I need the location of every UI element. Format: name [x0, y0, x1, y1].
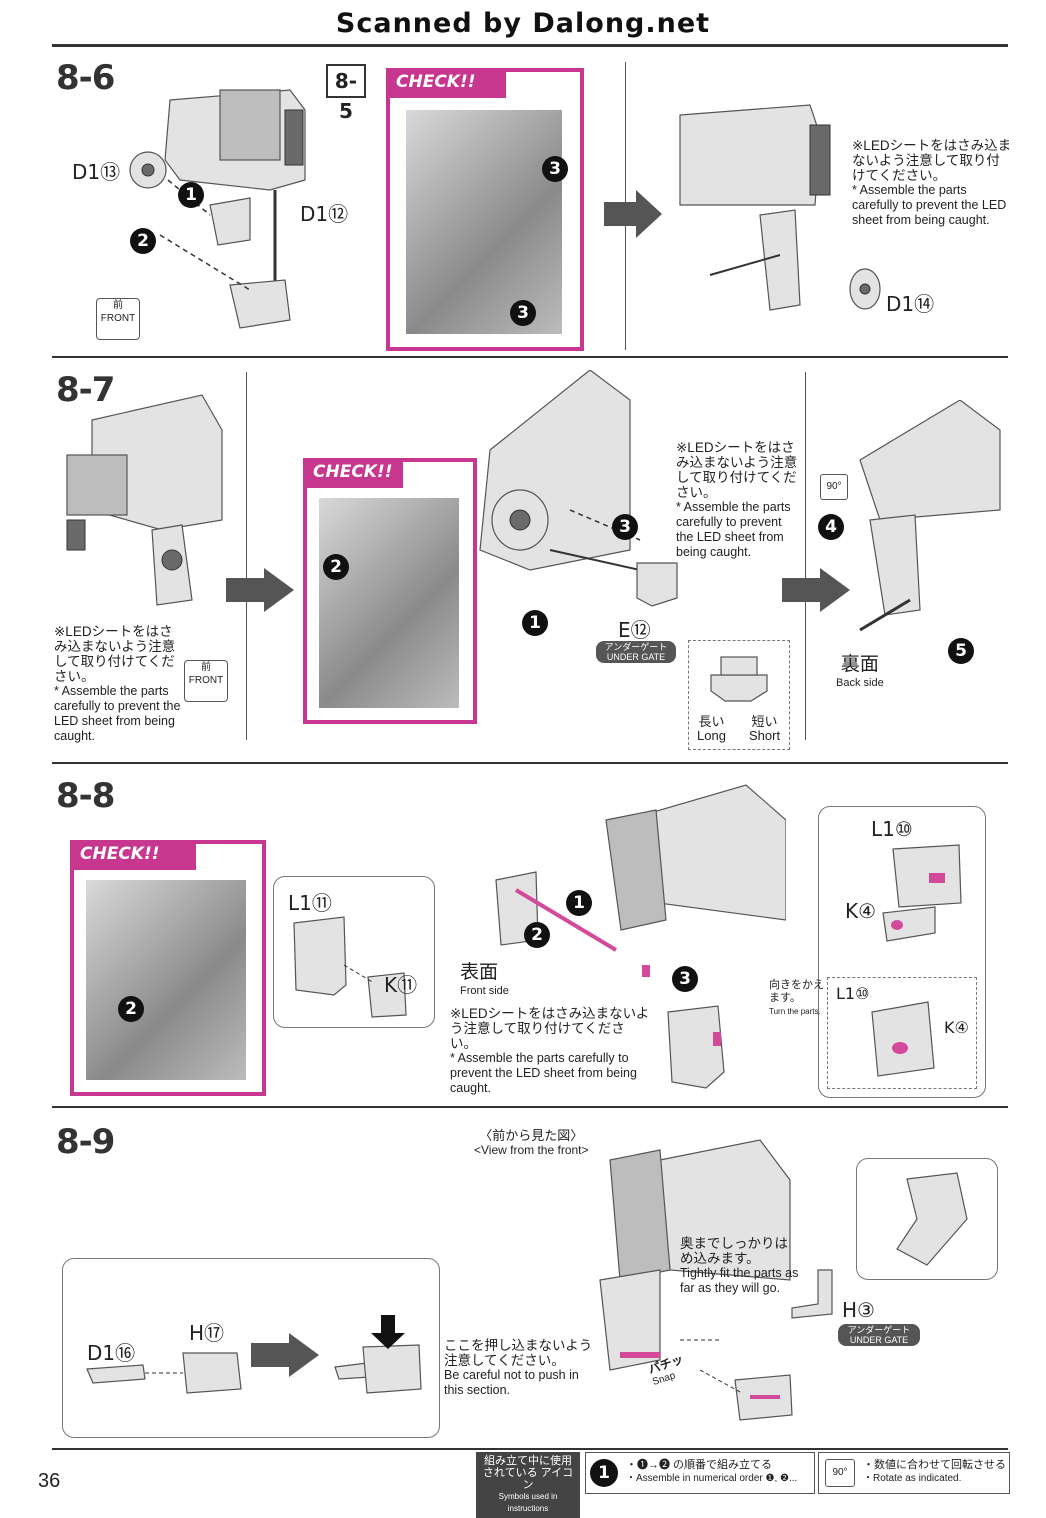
ref-step-badge: 8-5 — [326, 64, 366, 123]
check-photo — [406, 110, 562, 334]
turn-parts-label: 向きをかえます。 Turn the parts. — [769, 979, 824, 1016]
part-assembled-shape — [667, 1005, 725, 1089]
next-arrow — [226, 568, 294, 612]
footer-order-box: 1 ・❶→❷ の順番で組み立てる ・Assemble in numerical … — [585, 1452, 815, 1494]
part-h17: H⑰ — [189, 1321, 225, 1345]
order-3: 3 — [542, 156, 568, 182]
turned-parts-detail: L1⑩ K④ — [827, 977, 977, 1089]
check-tag: CHECK!! — [70, 840, 196, 870]
part-e12: E⑫ — [618, 618, 651, 642]
part-d1-16: D1⑯ — [87, 1341, 136, 1365]
footer-rotate-box: 90° ・数値に合わせて回転させる ・Rotate as indicated. — [818, 1452, 1010, 1494]
part-k11: K⑪ — [384, 973, 418, 997]
led-note-8-7a: ※LEDシートをはさみ込まないよう注意して取り付けてください。 * Assemb… — [54, 624, 181, 743]
part-l1-10b: L1⑩ — [836, 984, 870, 1003]
step-label-8-7: 8-7 — [56, 370, 115, 410]
part-l1-11: L1⑪ — [288, 891, 332, 915]
part-d1-13: D1⑬ — [72, 160, 121, 184]
section-rule — [52, 1106, 1008, 1108]
rotate-icon: 90° — [825, 1459, 855, 1487]
step-8-6-assembly-illustration — [129, 89, 306, 329]
part-l1-10: L1⑩ — [871, 817, 913, 841]
order-3: 3 — [672, 966, 698, 992]
check-box-8-7: CHECK!! 2 — [303, 458, 477, 724]
detail-box-l11-k11: L1⑪ K⑪ — [273, 876, 435, 1028]
careful-note: ここを押し込まないよう注意してください。 Be careful not to p… — [444, 1338, 593, 1397]
check-tag: CHECK!! — [303, 458, 403, 488]
order-5: 5 — [948, 638, 974, 664]
rotate-text: ・数値に合わせて回転させる ・Rotate as indicated. — [863, 1459, 1006, 1484]
step-8-7-middle-illustration — [479, 370, 641, 571]
check-photo — [86, 880, 246, 1080]
order-3: 3 — [612, 514, 638, 540]
footer-icons-legend: 組み立て中に使用されている アイコン Symbols used in instr… — [476, 1452, 580, 1518]
step-8-7-result-illustration — [859, 400, 1001, 632]
part-k4b: K④ — [944, 1018, 969, 1037]
led-note-8-6: ※LEDシートをはさみ込まないよう注意して取り付けてください。 * Assemb… — [852, 138, 1012, 227]
order-2: 2 — [524, 922, 550, 948]
section-rule — [52, 762, 1008, 764]
rotate-90-icon: 90° — [820, 474, 848, 500]
step-label-8-9: 8-9 — [56, 1122, 115, 1162]
step-8-7-assembly-illustration — [66, 394, 223, 606]
order-1: 1 — [522, 610, 548, 636]
detail-box-l10-k4: L1⑩ K④ 向きをかえます。 Turn the parts. L1⑩ K④ — [769, 806, 986, 1098]
divider — [805, 372, 806, 740]
part-d1-12: D1⑫ — [300, 202, 349, 226]
check-photo — [319, 498, 459, 708]
order-text: ・❶→❷ の順番で組み立てる ・Assemble in numerical or… — [626, 1459, 798, 1484]
step-8-8-assembly-illustration — [495, 784, 786, 977]
front-view-label: 〈前から見た図〉 <View from the front> — [474, 1128, 589, 1157]
led-note-8-7b: ※LEDシートをはさみ込まないよう注意して取り付けてください。 * Assemb… — [676, 440, 798, 559]
order-2: 2 — [118, 996, 144, 1022]
step-label-8-6: 8-6 — [56, 58, 115, 98]
part-k4: K④ — [845, 899, 877, 923]
step-8-9-assembly-illustration — [599, 1139, 793, 1421]
order-1: 1 — [566, 890, 592, 916]
back-side-label: 裏面 Back side — [836, 654, 884, 689]
d16-h17-detail-box: D1⑯ H⑰ — [62, 1258, 440, 1438]
order-icon: 1 — [590, 1459, 618, 1487]
page-number: 36 — [38, 1470, 61, 1492]
part-e12-shape — [636, 562, 678, 607]
part-h3-shape — [791, 1269, 833, 1319]
part-d1-14-shape — [848, 265, 882, 313]
step-8-6-result-illustration — [679, 104, 831, 311]
divider — [246, 372, 247, 740]
scan-credit: Scanned by Dalong.net — [335, 8, 711, 39]
fit-note: 奥までしっかりはめ込みます。 Tightly fit the parts as … — [680, 1236, 799, 1295]
led-note-8-8: ※LEDシートをはさみ込まないよう注意して取り付けてください。 * Assemb… — [450, 1006, 650, 1095]
section-rule — [52, 356, 1008, 358]
next-arrow — [782, 568, 850, 612]
order-4: 4 — [818, 514, 844, 540]
check-tag: CHECK!! — [386, 68, 506, 98]
order-1: 1 — [178, 182, 204, 208]
h3-detail-box — [856, 1158, 998, 1280]
step-label-8-8: 8-8 — [56, 776, 115, 816]
order-3b: 3 — [510, 300, 536, 326]
check-box-8-8: CHECK!! 2 — [70, 840, 266, 1096]
part-h3: H③ — [842, 1298, 875, 1322]
bottom-rule — [52, 1448, 1008, 1450]
order-2: 2 — [323, 554, 349, 580]
part-d1-14: D1⑭ — [886, 292, 935, 316]
next-arrow — [604, 190, 662, 238]
top-rule — [52, 44, 1008, 47]
order-2: 2 — [130, 228, 156, 254]
front-side-label: 表面 Front side — [460, 962, 509, 997]
check-box-8-6: CHECK!! 3 3 — [386, 68, 584, 351]
